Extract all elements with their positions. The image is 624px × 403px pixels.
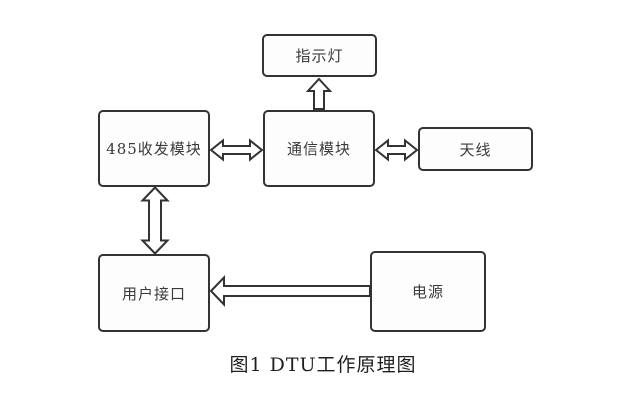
node-power-supply: 电源 (370, 251, 486, 332)
node-rs485-transceiver: 485收发模块 (98, 110, 210, 187)
node-antenna: 天线 (418, 127, 533, 171)
node-comm-module-label: 通信模块 (286, 140, 351, 158)
node-antenna-label: 天线 (459, 140, 492, 159)
node-indicator-light: 指示灯 (262, 34, 377, 77)
node-comm-module: 通信模块 (263, 110, 375, 187)
figure-caption: 图1 DTU工作原理图 (229, 354, 417, 376)
arrow-rs485-comm-icon (209, 138, 264, 162)
node-rs485-transceiver-label: 485收发模块 (106, 140, 202, 158)
node-indicator-light-label: 指示灯 (295, 47, 344, 65)
arrow-comm-to-indicator-icon (305, 77, 333, 110)
arrow-power-to-user-icon (209, 275, 371, 307)
arrow-comm-antenna-icon (374, 138, 419, 162)
arrow-rs485-user-icon (140, 186, 170, 255)
node-user-interface: 用户接口 (98, 254, 210, 332)
node-power-supply-label: 电源 (411, 283, 444, 301)
node-user-interface-label: 用户接口 (121, 284, 186, 303)
